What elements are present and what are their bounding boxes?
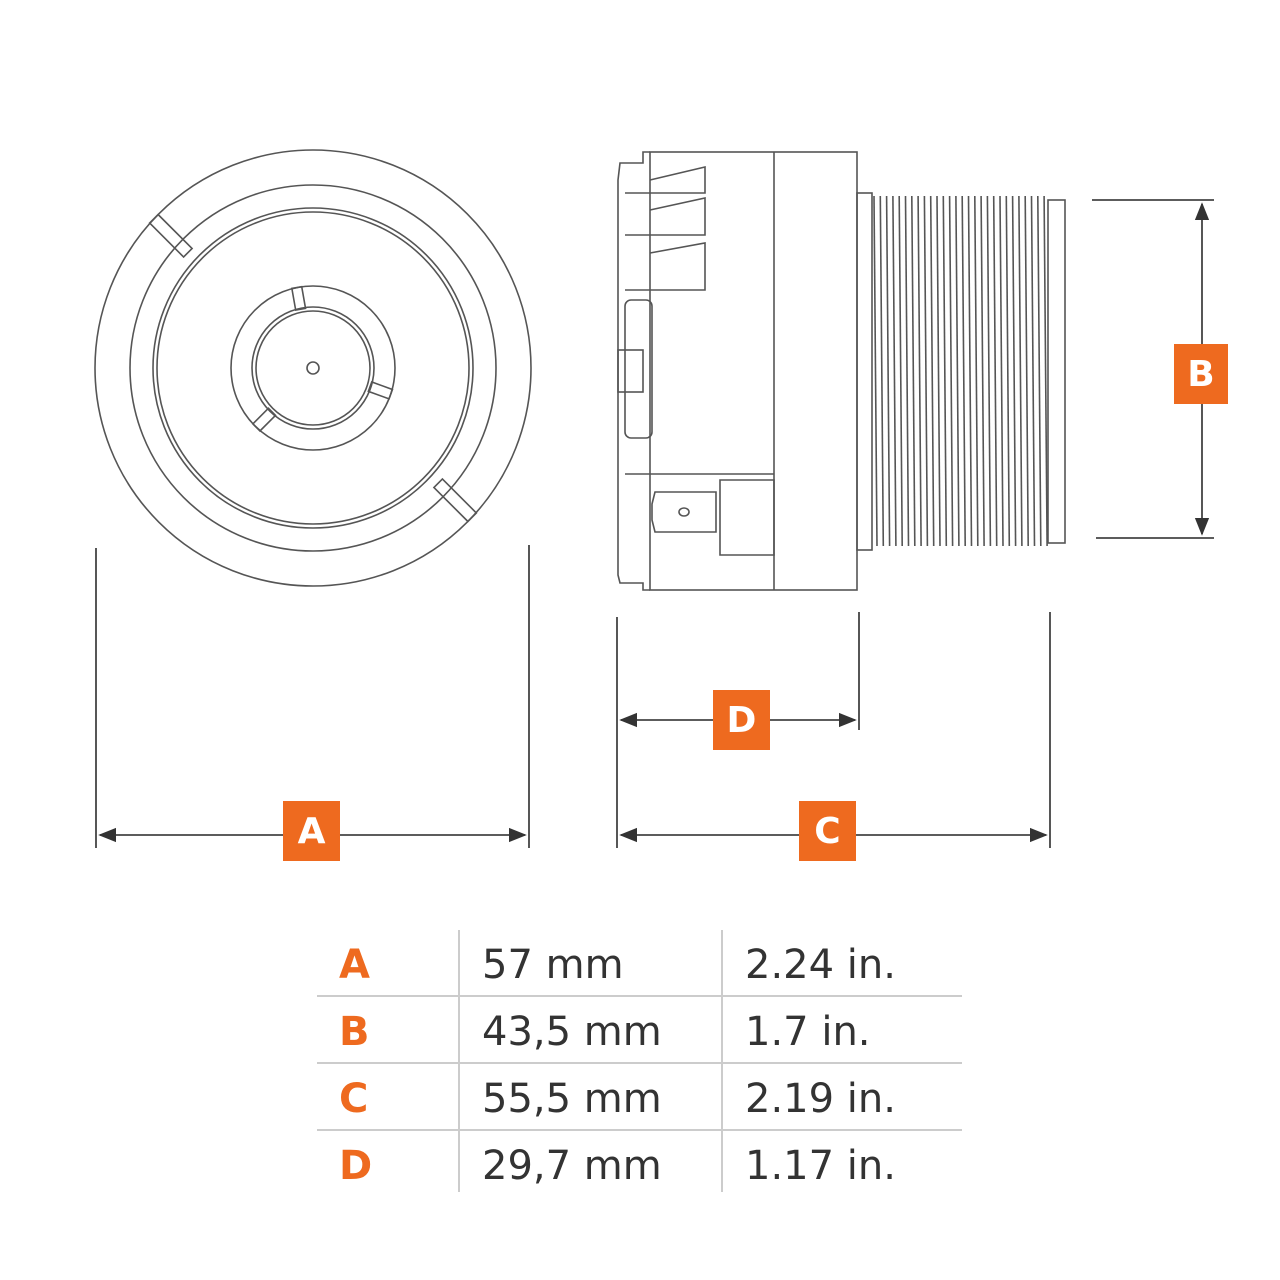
thread-line [879,195,885,547]
dimension-label-c: C [799,801,856,861]
thread-line [898,195,903,547]
thread-line [1011,195,1017,547]
dimension-label-b: B [1174,344,1228,404]
thread-line [974,195,979,547]
dimensions-table: A 57 mm 2.24 in. B 43,5 mm 1.7 in. C 55,… [317,930,962,1196]
thread-line [1030,195,1036,547]
thread-line [929,195,935,547]
thread-line [942,195,948,547]
table-divider [721,930,723,1192]
row-mm: 55,5 mm [482,1076,662,1122]
thread-line [885,195,891,547]
table-row: C 55,5 mm 2.19 in. [317,1064,962,1131]
thread-line [1043,195,1048,547]
dimension-label-a: A [283,801,340,861]
thread-line [992,195,998,547]
thread-lines [873,195,1048,547]
thread-line [948,195,954,547]
thread-line [917,195,922,547]
thread-line [980,195,985,547]
side-view [617,151,1066,591]
thread-line [1005,195,1011,547]
thread-line [873,195,878,547]
thread-line [955,195,960,547]
row-in: 2.24 in. [745,942,896,988]
thread-line [986,195,992,547]
row-in: 2.19 in. [745,1076,896,1122]
row-key: C [339,1076,369,1122]
thread-line [1018,195,1023,547]
row-in: 1.17 in. [745,1143,896,1189]
table-divider [458,930,460,1192]
table-row: A 57 mm 2.24 in. [317,930,962,997]
row-key: B [339,1009,370,1055]
thread-line [911,195,916,547]
thread-line [923,195,929,547]
front-view [94,149,532,587]
thread-line [1024,195,1029,547]
row-in: 1.7 in. [745,1009,871,1055]
row-mm: 57 mm [482,942,624,988]
row-mm: 43,5 mm [482,1009,662,1055]
thread-line [999,195,1004,547]
thread-line [961,195,966,547]
row-mm: 29,7 mm [482,1143,662,1189]
table-row: D 29,7 mm 1.17 in. [317,1131,962,1196]
dimension-label-d: D [713,690,770,750]
thread-line [892,195,897,547]
thread-line [967,195,973,547]
thread-line [904,195,910,547]
row-key: D [339,1143,373,1189]
row-key: A [339,942,370,988]
thread-line [1037,195,1042,547]
table-row: B 43,5 mm 1.7 in. [317,997,962,1064]
thread-line [936,195,941,547]
